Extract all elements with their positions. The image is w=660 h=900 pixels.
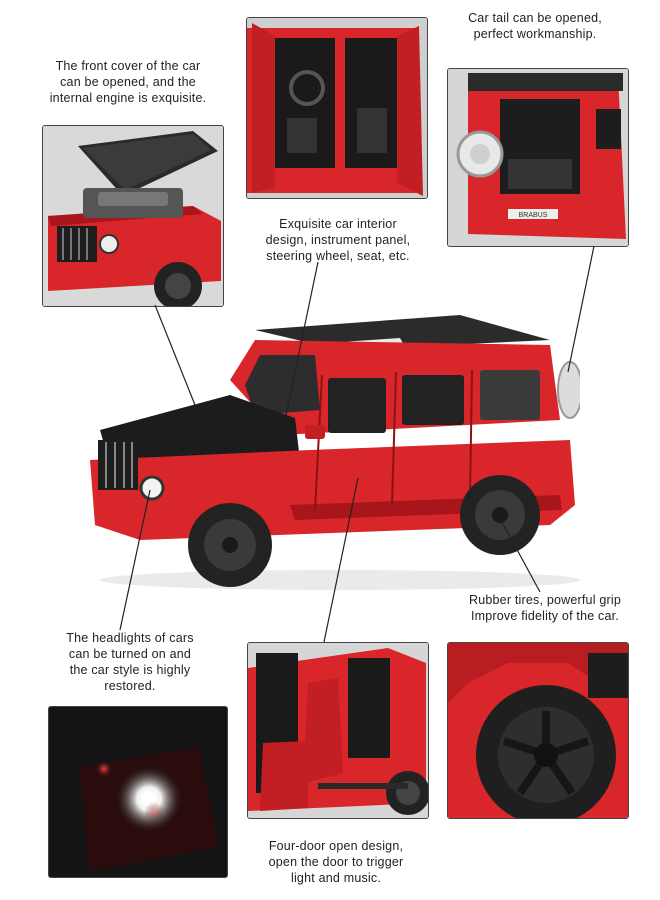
caption-headlights: The headlights of cars can be turned on … [66, 631, 194, 693]
hero-car-image [80, 300, 580, 590]
caption-interior: Exquisite car interior design, instrumen… [265, 217, 411, 263]
caption-tail: Car tail can be opened, perfect workmans… [468, 11, 602, 41]
caption-tires: Rubber tires, powerful grip Improve fide… [469, 593, 621, 623]
doors-open-photo [247, 642, 429, 819]
interior-photo [246, 17, 428, 199]
svg-text:BRABUS: BRABUS [519, 212, 548, 219]
headlight-night-photo [48, 706, 228, 878]
caption-doors: Four-door open design, open the door to … [268, 839, 404, 885]
tail-photo: BRABUS [447, 68, 629, 247]
caption-front-cover: The front cover of the car can be opened… [49, 59, 207, 105]
engine-bay-photo [42, 125, 224, 307]
tire-closeup-photo [447, 642, 629, 819]
